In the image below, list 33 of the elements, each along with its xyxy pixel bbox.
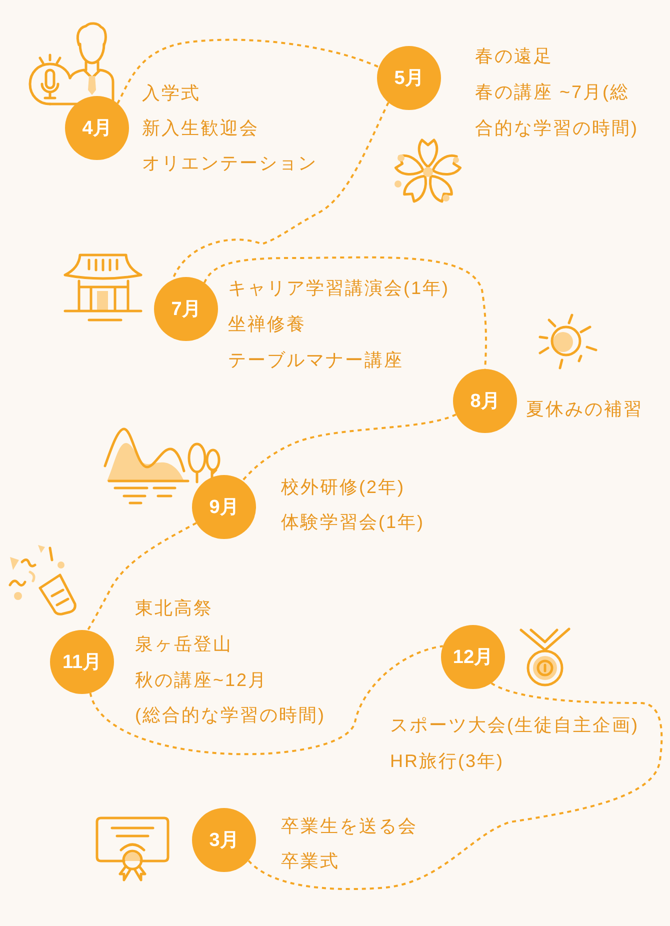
- event-text: 東北高祭: [135, 597, 213, 620]
- dashed-connector: [86, 522, 197, 631]
- event-text: 春の遠足: [475, 45, 554, 68]
- event-text: 入学式: [142, 82, 200, 105]
- month-circle: 12月: [441, 625, 505, 689]
- dashed-connector: [204, 256, 487, 370]
- dashed-connector: [248, 682, 663, 890]
- event-text: 夏休みの補習: [526, 398, 643, 421]
- event-text: 卒業生を送る会: [281, 815, 418, 838]
- month-circle: 8月: [453, 369, 517, 433]
- month-circle: 5月: [377, 46, 441, 110]
- event-text: キャリア学習講演会(1年): [228, 277, 450, 300]
- event-text: 新入生歓迎会: [142, 117, 259, 140]
- month-circle: 7月: [154, 277, 218, 341]
- event-text: テーブルマナー講座: [228, 349, 404, 372]
- event-text: 体験学習会(1年): [281, 511, 424, 534]
- dashed-connector: [242, 414, 456, 482]
- event-text: オリエンテーション: [142, 152, 318, 175]
- event-text: 校外研修(2年): [281, 476, 405, 499]
- event-text: 泉ヶ岳登山: [135, 633, 232, 656]
- dashed-connector: [116, 38, 380, 104]
- month-circle: 4月: [65, 96, 129, 160]
- dashed-connector: [89, 645, 444, 756]
- event-text: 春の講座 ~7月(総合的な学習の時間): [475, 81, 640, 140]
- month-circle: 3月: [192, 808, 256, 872]
- month-circle: 9月: [192, 475, 256, 539]
- event-text: スポーツ大会(生徒自主企画): [390, 714, 639, 737]
- event-text: 坐禅修養: [228, 313, 306, 336]
- event-text: 秋の講座~12月: [135, 669, 268, 692]
- event-text: (総合的な学習の時間): [135, 704, 326, 727]
- event-text: 卒業式: [281, 850, 340, 873]
- month-circle: 11月: [50, 630, 114, 694]
- event-text: HR旅行(3年): [390, 750, 504, 773]
